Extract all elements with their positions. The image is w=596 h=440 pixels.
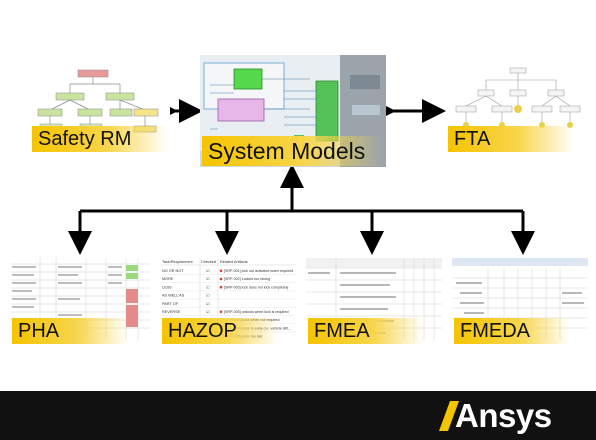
hazop-check-icon: ☑ xyxy=(206,276,210,281)
hazop-check-icon: ☑ xyxy=(206,309,210,314)
hazop-check-icon: ☑ xyxy=(206,284,210,289)
hazop-status-icon xyxy=(219,310,223,314)
hazop-row-guideword: LESS xyxy=(162,285,172,289)
hazop-status-icon xyxy=(219,277,223,281)
safety-rm-label: Safety RM xyxy=(32,126,168,152)
hazop-row-artifact: [SRP-003] lock does not lock completely xyxy=(224,285,289,289)
fmeda-label: FMEDA xyxy=(454,318,570,344)
hazop-header-1: Checked xyxy=(201,260,216,264)
fmea-label: FMEA xyxy=(308,318,424,344)
hazop-status-icon xyxy=(219,269,223,273)
brand-name: Ansys xyxy=(455,397,552,434)
hazop-row-artifact: [SRP-002] Locked too strong xyxy=(224,277,270,281)
fta-label: FTA xyxy=(448,126,574,152)
hazop-row-guideword: PART OF xyxy=(162,302,179,306)
hazop-row-guideword: REVERSE xyxy=(162,310,181,314)
ansys-logo-icon xyxy=(439,401,459,431)
system-models-label: System Models xyxy=(202,136,384,166)
footer-bar xyxy=(0,391,596,440)
hazop-row-artifact: [SRP-005] unlocks when lock is required xyxy=(224,310,289,314)
hazop-header-0: Task/Requirement xyxy=(162,260,194,264)
fta-tree xyxy=(455,67,581,128)
hazop-check-icon: ☑ xyxy=(206,301,210,306)
pha-table xyxy=(10,258,150,340)
hazop-row-artifact: [SRP-001] lock not activated when requir… xyxy=(224,269,293,273)
hazop-check-icon: ☑ xyxy=(206,293,210,298)
hazop-header-2: Related Artifacts xyxy=(220,260,248,264)
hazop-row-guideword: NO OR NOT xyxy=(162,269,184,273)
hazop-row-guideword: MORE xyxy=(162,277,174,281)
hazop-label: HAZOP xyxy=(162,318,278,344)
hazop-check-icon: ☑ xyxy=(206,268,210,273)
hazop-status-icon xyxy=(219,285,223,289)
pha-label: PHA xyxy=(12,318,128,344)
hazop-row-guideword: AS WELL AS xyxy=(162,294,185,298)
